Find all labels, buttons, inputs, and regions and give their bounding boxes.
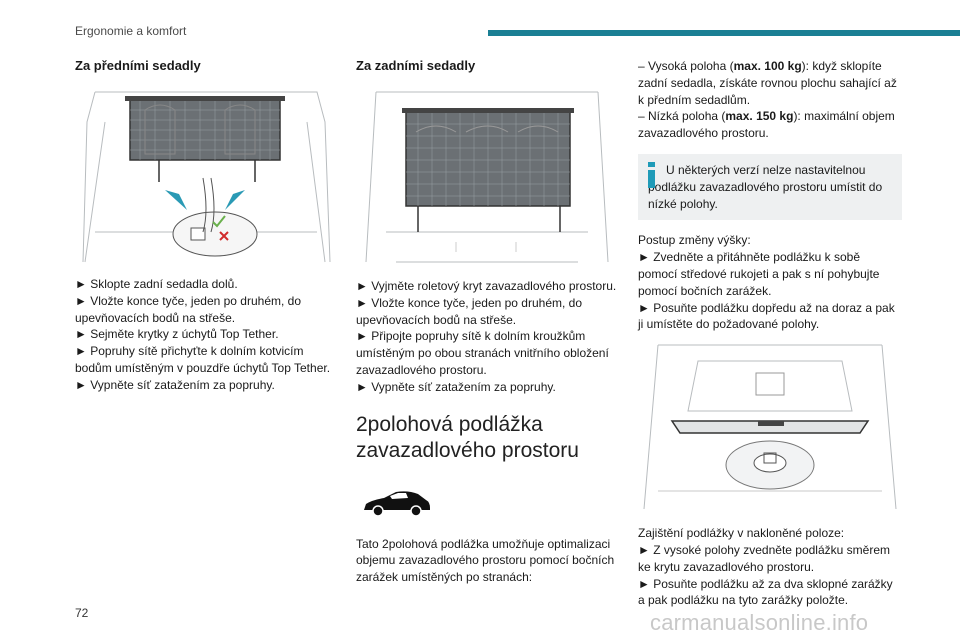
step-text: ► Popruhy sítě přichyťte k dolním kotvic… — [75, 344, 331, 375]
step-text: ► Vložte konce tyče, jeden po druhém, do… — [75, 293, 302, 325]
step-text: ► Sklopte zadní sedadla dolů. — [75, 277, 238, 291]
step-text: ► Zvedněte a přitáhněte podlážku k sobě … — [638, 250, 880, 298]
low-position-text: – Nízká poloha (max. 150 kg): maximální … — [638, 109, 895, 141]
step-text: Zajištění podlážky v nakloněné poloze: — [638, 526, 845, 541]
intro-text: Tato 2polohová podlážka umožňuje optimal… — [356, 536, 615, 585]
step-text: Postup změny výšky: — [638, 233, 751, 248]
illustration-net-behind-rear-seats — [365, 91, 609, 263]
step-text: ► Připojte popruhy sítě k dolním kroužků… — [356, 329, 609, 377]
heading-front-seats: Za předními sedadly — [75, 58, 201, 73]
illustration-net-behind-front-seats — [82, 91, 331, 263]
info-note: U některých verzí nelze nastavitelnou po… — [638, 153, 902, 221]
step-text: ► Vypněte síť zatažením za popruhy. — [75, 377, 275, 392]
page-number: 72 — [75, 606, 89, 620]
watermark: carmanualsonline.info — [650, 610, 869, 635]
section-title: Ergonomie a komfort — [75, 24, 187, 38]
high-position-text: – Vysoká poloha (max. 100 kg): když sklo… — [638, 59, 897, 107]
heading-rear-seats: Za zadními sedadly — [356, 58, 476, 73]
step-text: ► Posuňte podlážku až za dva sklopné zar… — [638, 576, 893, 608]
column-front-seats: Za předními sedadly ► Sklopte zadní seda… — [75, 58, 337, 394]
heading-two-position-floor: 2polohová podlážka zavazadlového prostor… — [356, 412, 579, 462]
car-silhouette-icon — [364, 490, 430, 517]
step-text: ► Vložte konce tyče, jeden po druhém, do… — [356, 295, 583, 327]
info-icon — [648, 161, 655, 188]
step-text: ► Vyjměte roletový kryt zavazadlového pr… — [356, 279, 617, 293]
step-text: ► Z vysoké polohy zvedněte podlážku směr… — [638, 542, 890, 574]
step-text: ► Sejměte krytky z úchytů Top Tether. — [75, 327, 279, 342]
step-text: ► Posuňte podlážku dopředu až na doraz a… — [638, 300, 895, 332]
column-rear-seats: Za zadními sedadly ► Vyjměte roletový kr… — [356, 58, 618, 586]
step-text: ► Vypněte síť zatažením za popruhy. — [356, 379, 556, 394]
illustration-boot-floor — [643, 344, 897, 510]
column-floor-positions: – Vysoká poloha (max. 100 kg): když sklo… — [638, 58, 902, 609]
header-accent-bar — [488, 30, 960, 36]
